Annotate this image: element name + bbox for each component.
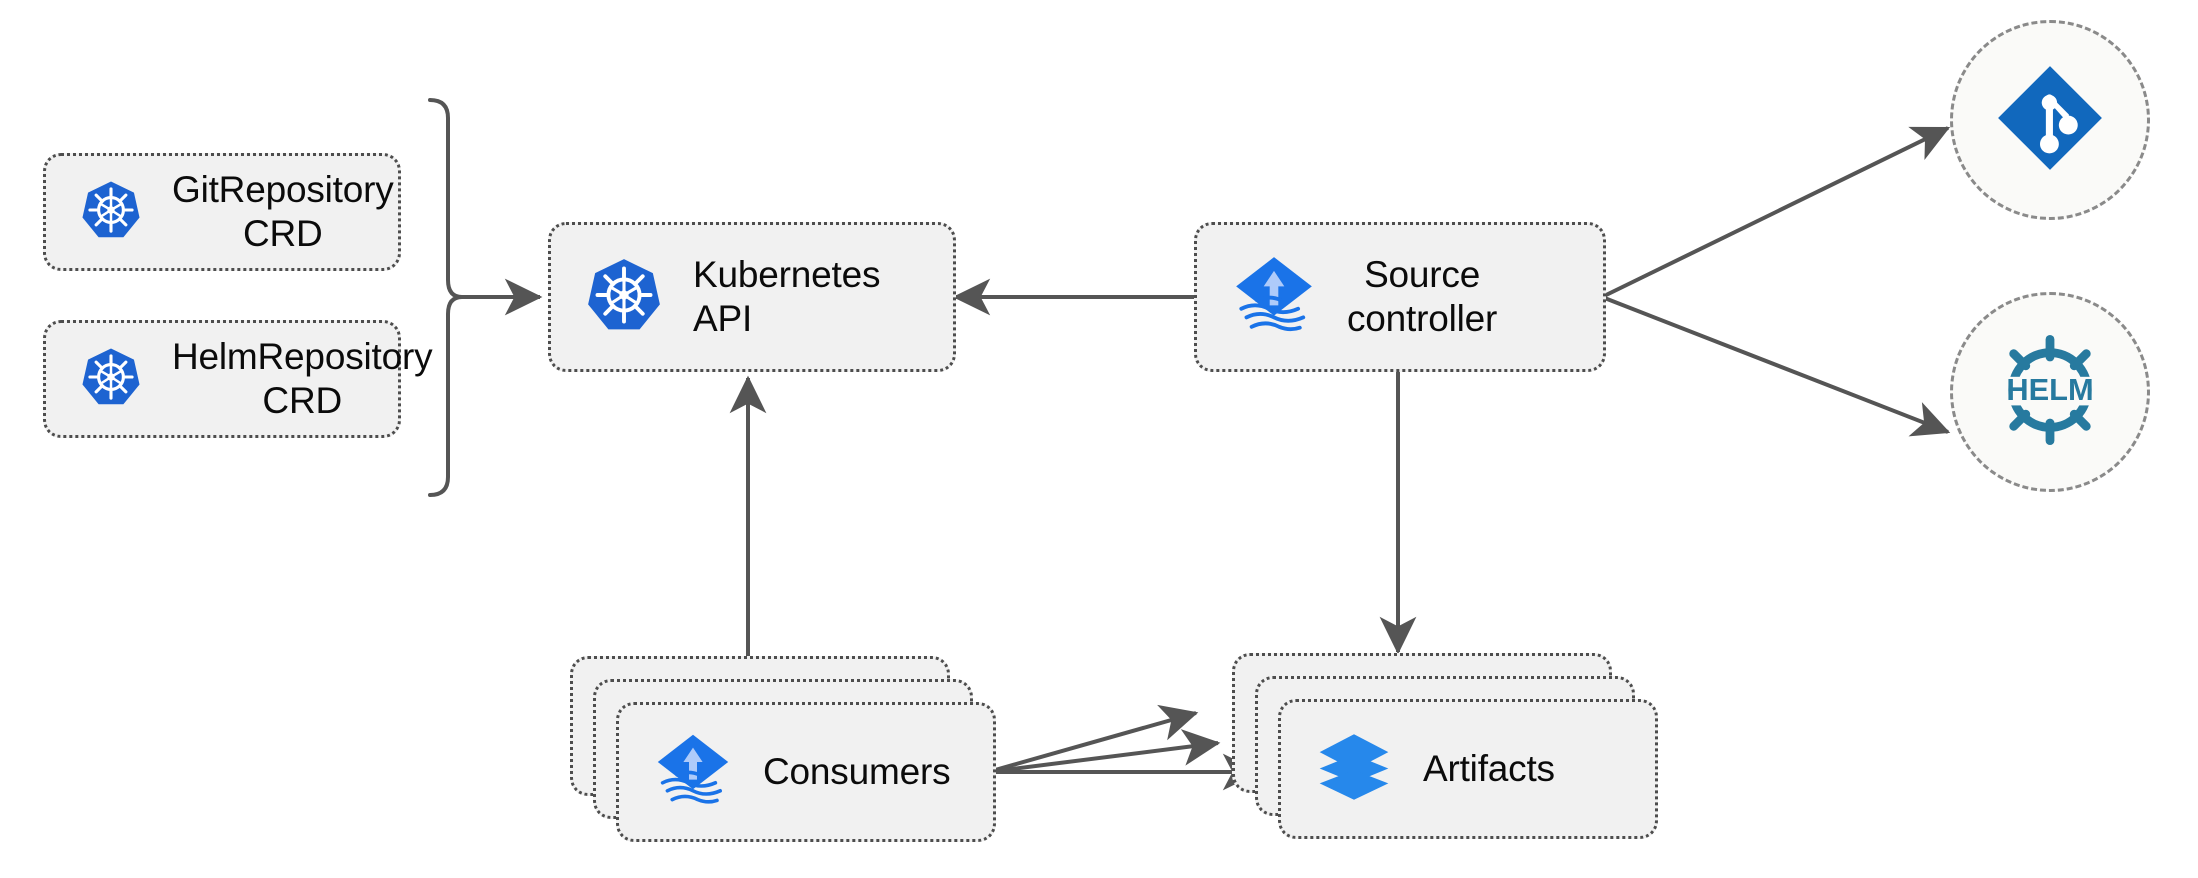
node-label: Consumers xyxy=(763,751,951,793)
layers-icon xyxy=(1315,728,1393,811)
node-helm-provider[interactable]: HELM xyxy=(1950,292,2150,492)
node-git-provider[interactable] xyxy=(1950,20,2150,220)
node-git-repository-crd[interactable]: GitRepository CRD xyxy=(43,153,401,271)
node-label: Source controller xyxy=(1347,254,1498,339)
crd-bracket xyxy=(428,98,464,497)
node-label: GitRepository CRD xyxy=(172,169,394,254)
flux-icon xyxy=(1231,252,1317,343)
flux-icon xyxy=(653,730,733,815)
kubernetes-icon xyxy=(585,256,663,339)
node-label: Artifacts xyxy=(1423,748,1555,790)
node-label: HelmRepository CRD xyxy=(172,336,433,421)
helm-wordmark: HELM xyxy=(2006,371,2093,406)
git-icon xyxy=(1991,59,2109,182)
node-consumers[interactable]: Consumers xyxy=(616,702,996,842)
node-label: Kubernetes API xyxy=(693,254,881,339)
node-artifacts[interactable]: Artifacts xyxy=(1278,699,1658,839)
kubernetes-icon xyxy=(80,179,142,246)
arrow-source-controller-to-git xyxy=(1601,126,1951,299)
node-helm-repository-crd[interactable]: HelmRepository CRD xyxy=(43,320,433,438)
node-source-controller[interactable]: Source controller xyxy=(1194,222,1606,372)
kubernetes-icon xyxy=(80,346,142,413)
arrow-consumers-to-artifacts-2 xyxy=(987,729,1221,774)
arrow-consumers-to-artifacts-1 xyxy=(987,704,1199,774)
helm-icon: HELM xyxy=(1984,324,2116,461)
node-kubernetes-api[interactable]: Kubernetes API xyxy=(548,222,956,372)
arrow-source-controller-to-helm xyxy=(1601,295,1951,437)
